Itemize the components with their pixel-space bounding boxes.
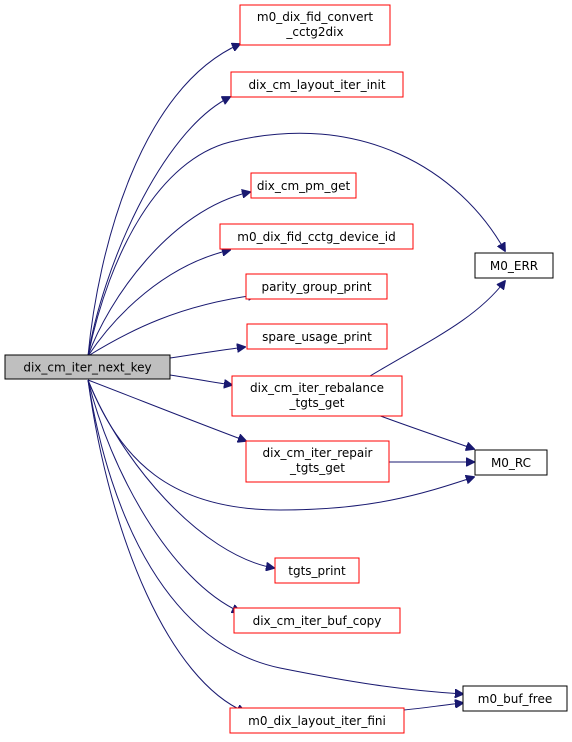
edge-root-to-layout-iter-init [87, 97, 230, 357]
node-label: dix_cm_iter_buf_copy [253, 614, 382, 628]
edges [87, 44, 505, 712]
node-dix-cm-layout-iter-init[interactable]: dix_cm_layout_iter_init [230, 71, 404, 98]
edge-root-to-spare-usage-print [169, 347, 245, 359]
node-label: parity_group_print [261, 280, 371, 294]
node-label-line-1: dix_cm_iter_repair [263, 446, 373, 460]
root-node[interactable]: dix_cm_iter_next_key [4, 354, 171, 380]
node-m0-err[interactable]: M0_ERR [474, 252, 554, 279]
node-label: tgts_print [288, 564, 346, 578]
node-label-line-2: _tgts_get [289, 461, 345, 475]
edge-root-to-pm-get [87, 192, 250, 357]
node-m0-rc[interactable]: M0_RC [474, 449, 548, 476]
node-label: m0_buf_free [478, 692, 552, 706]
node-label: dix_cm_layout_iter_init [248, 78, 385, 92]
node-label-line-2: _tgts_get [289, 396, 345, 410]
node-spare-usage-print[interactable]: spare_usage_print [246, 323, 388, 350]
node-label-line-2: _cctg2dix [285, 25, 343, 39]
edge-rebalance-to-m0-rc [374, 413, 474, 449]
node-parity-group-print[interactable]: parity_group_print [245, 273, 388, 300]
node-dix-cm-iter-repair-tgts-get[interactable]: dix_cm_iter_repair _tgts_get [245, 440, 390, 483]
node-label: spare_usage_print [262, 330, 372, 344]
root-node-label: dix_cm_iter_next_key [23, 361, 151, 375]
node-label: M0_RC [491, 456, 531, 470]
node-dix-cm-iter-buf-copy[interactable]: dix_cm_iter_buf_copy [233, 607, 401, 634]
node-dix-cm-iter-rebalance-tgts-get[interactable]: dix_cm_iter_rebalance _tgts_get [231, 375, 403, 417]
edge-root-to-iter-rebalance [169, 374, 232, 385]
node-m0-dix-fid-convert-cctg2dix[interactable]: m0_dix_fid_convert _cctg2dix [239, 4, 391, 46]
edge-fini-to-m0-buf-free [403, 703, 463, 711]
edge-root-to-fid-convert [87, 44, 240, 357]
node-label: M0_ERR [490, 259, 538, 273]
node-dix-cm-pm-get[interactable]: dix_cm_pm_get [250, 172, 357, 199]
node-label-line-1: m0_dix_fid_convert [257, 10, 374, 24]
edge-rebalance-to-m0-err [369, 281, 505, 377]
edge-root-to-parity-group-print [87, 295, 256, 357]
edge-root-to-fid-cctg-device-id [87, 250, 230, 357]
edge-root-to-layout-iter-fini [87, 379, 245, 712]
edge-root-to-m0-rc [87, 379, 474, 511]
node-tgts-print[interactable]: tgts_print [274, 557, 360, 584]
node-label-line-1: dix_cm_iter_rebalance [250, 381, 384, 395]
node-label: m0_dix_fid_cctg_device_id [237, 230, 395, 244]
node-m0-dix-layout-iter-fini[interactable]: m0_dix_layout_iter_fini [229, 707, 405, 734]
edge-root-to-iter-buf-copy [87, 379, 240, 612]
edge-root-to-m0-buf-free [87, 379, 463, 694]
node-label: m0_dix_layout_iter_fini [248, 714, 386, 728]
edge-root-to-m0-err [87, 132, 505, 357]
node-m0-buf-free[interactable]: m0_buf_free [462, 685, 568, 712]
edge-root-to-tgts-print [87, 379, 274, 568]
edge-root-to-iter-repair [87, 379, 246, 441]
node-label: dix_cm_pm_get [257, 179, 351, 193]
node-m0-dix-fid-cctg-device-id[interactable]: m0_dix_fid_cctg_device_id [219, 223, 414, 250]
